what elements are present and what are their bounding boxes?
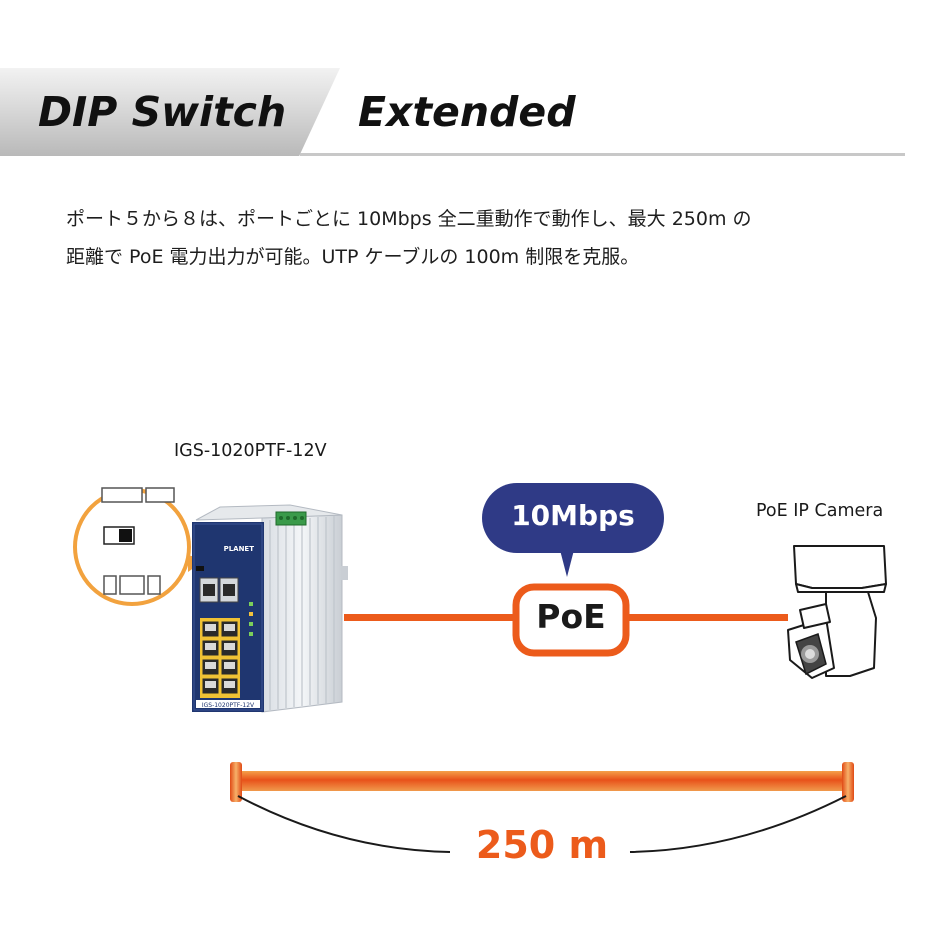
description-text: ポート５から８は、ポートごとに 10Mbps 全二重動作で動作し、最大 250m… — [66, 200, 926, 276]
switch-brand-text: PLANET — [224, 545, 255, 553]
camera-label: PoE IP Camera — [756, 501, 884, 521]
title-dip-switch: DIP Switch — [38, 88, 287, 136]
title-extended: Extended — [358, 88, 576, 136]
header-banner: DIP Switch Extended — [0, 68, 905, 156]
description-line-2: 距離で PoE 電力出力が可能。UTP ケーブルの 100m 制限を克服。 — [66, 246, 640, 268]
header-underline — [300, 153, 905, 156]
switch-device: IGS-1020PTF-12V PLANET — [192, 504, 348, 713]
speed-bubble-text: 10Mbps — [511, 499, 635, 532]
speed-speech-bubble — [482, 483, 664, 577]
distance-indicator — [230, 762, 854, 853]
switch-model-label: IGS-1020PTF-12V — [174, 441, 327, 461]
description-line-1: ポート５から８は、ポートごとに 10Mbps 全二重動作で動作し、最大 250m… — [66, 208, 752, 230]
dip-switch-zoom-callout — [73, 487, 205, 606]
header-gradient-tab — [0, 68, 340, 156]
distance-label: 250 m — [475, 823, 609, 867]
poe-label-text: PoE — [536, 597, 606, 636]
camera-lens — [795, 633, 827, 676]
poe-label-box — [512, 583, 630, 657]
switch-front-model-text: IGS-1020PTF-12V — [202, 702, 255, 709]
